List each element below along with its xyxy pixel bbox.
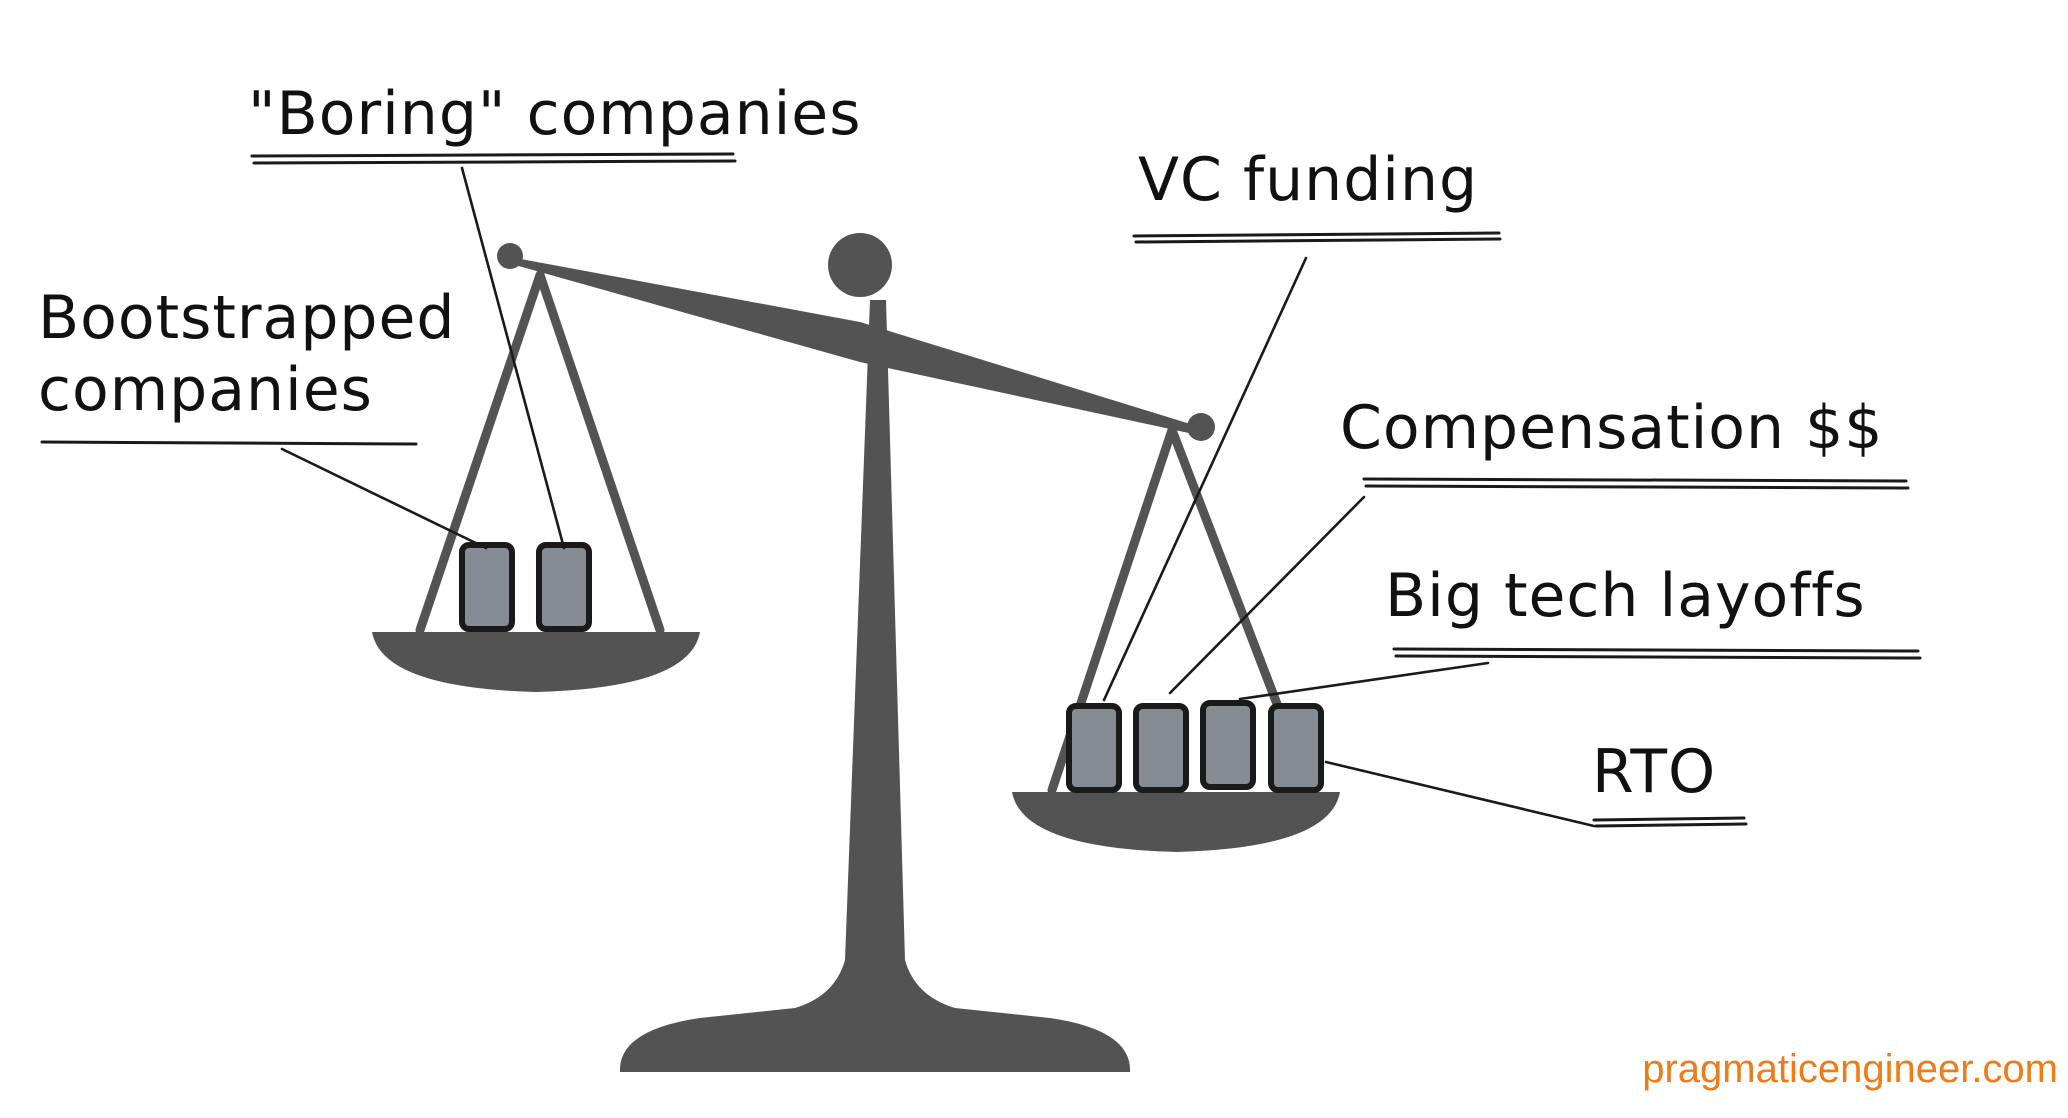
underline-bootstrapped xyxy=(40,440,418,446)
label-compensation: Compensation $$ xyxy=(1340,393,1883,463)
labels: "Boring" companies Bootstrapped companie… xyxy=(38,79,1883,807)
weight-layoffs xyxy=(1200,700,1256,790)
left-pan-string-left xyxy=(415,270,545,635)
underline-rto xyxy=(1592,816,1748,828)
watermark-site: pragmaticengineer.com xyxy=(1642,1047,2058,1091)
label-rto: RTO xyxy=(1592,737,1716,807)
underline-boring xyxy=(250,152,737,165)
left-pan xyxy=(372,632,700,692)
right-pan xyxy=(1012,792,1340,852)
right-pan-weights xyxy=(1066,700,1324,793)
weight-compensation xyxy=(1133,703,1189,793)
right-beam-end xyxy=(1187,413,1215,441)
left-pan-string-right xyxy=(535,270,665,635)
underline-compensation xyxy=(1362,477,1910,490)
weight-rto xyxy=(1268,703,1324,793)
label-big-tech-layoffs: Big tech layoffs xyxy=(1385,561,1866,631)
weight-bootstrapped xyxy=(459,542,515,632)
underline-layoffs xyxy=(1392,647,1922,660)
underline-vc-funding xyxy=(1132,231,1502,244)
pointer-compensation xyxy=(1168,495,1366,695)
weight-vc-funding xyxy=(1066,703,1122,793)
label-bootstrapped-line2: companies xyxy=(38,355,373,425)
pointer-boring xyxy=(460,166,566,550)
scale-top-knob xyxy=(828,233,892,297)
pointer-rto xyxy=(1324,760,1596,828)
label-bootstrapped-line1: Bootstrapped xyxy=(38,283,456,353)
pointer-vc-funding xyxy=(1102,256,1308,702)
left-beam-end xyxy=(497,243,523,269)
scale-beam xyxy=(508,257,1200,435)
pointer-bootstrapped xyxy=(280,447,488,550)
label-boring-companies: "Boring" companies xyxy=(248,79,861,149)
pointer-layoffs xyxy=(1238,661,1490,701)
label-vc-funding: VC funding xyxy=(1138,145,1478,215)
weight-boring xyxy=(536,542,592,632)
leader-lines xyxy=(280,166,1596,828)
left-pan-weights xyxy=(459,542,592,632)
scale-base xyxy=(619,300,1131,1072)
balance-scale xyxy=(372,233,1340,1072)
label-underlines xyxy=(40,152,1922,828)
